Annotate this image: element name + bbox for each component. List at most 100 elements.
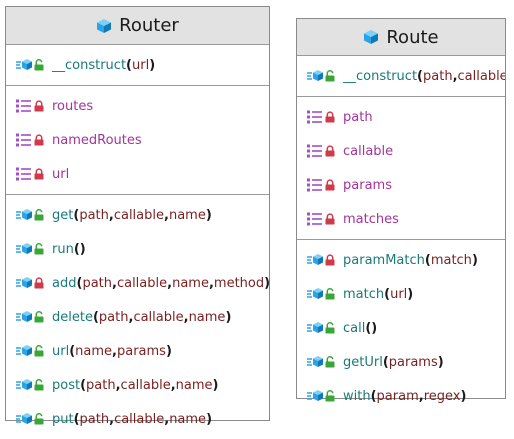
parameter: name (175, 377, 213, 393)
constructor-section: __construct (path, callable) (297, 56, 505, 97)
locked-icon (325, 213, 335, 225)
paren-open: ( (73, 207, 80, 223)
field-name: routes (52, 98, 94, 114)
parameter: path (423, 68, 453, 84)
unlocked-icon (34, 209, 44, 221)
method-row[interactable]: with(param, regex) (297, 379, 505, 413)
class-header: Route (297, 19, 505, 56)
param-separator: , (183, 309, 189, 325)
method-row[interactable]: post(path, callable, name) (6, 368, 269, 402)
locked-icon (325, 111, 335, 123)
param-separator: , (115, 377, 121, 393)
parameter: path (79, 411, 110, 427)
unlocked-icon (34, 311, 44, 323)
paren-close: ) (471, 252, 478, 268)
field-list-icon (16, 99, 32, 113)
parameter: url (390, 286, 408, 302)
unlocked-icon (34, 345, 44, 357)
paren-close: ) (79, 241, 86, 257)
parameter: name (75, 343, 113, 359)
paren-close: ) (460, 388, 467, 404)
paren-close: ) (437, 354, 444, 370)
parameter: path (86, 377, 116, 393)
parameter: callable (114, 411, 165, 427)
method-row[interactable]: get(path, callable, name) (6, 198, 269, 232)
method-row[interactable]: put(path, callable, name) (6, 402, 269, 436)
paren-open: ( (69, 343, 76, 359)
paren-close: ) (407, 286, 414, 302)
locked-icon (34, 100, 44, 112)
field-name: matches (343, 211, 399, 227)
cube-icon (363, 29, 379, 45)
paren-open: ( (76, 275, 83, 291)
method-icon (307, 69, 323, 83)
parameter: name (169, 411, 207, 427)
param-separator: , (208, 275, 214, 291)
parameter: callable (113, 207, 164, 223)
param-separator: , (170, 377, 176, 393)
parameter: callable (457, 68, 505, 84)
paren-open: ( (80, 377, 87, 393)
field-name: url (52, 166, 70, 182)
paren-close: ) (165, 343, 172, 359)
field-row[interactable]: path (297, 100, 505, 134)
class-router[interactable]: Router __construct (url) routes namedRout… (5, 6, 270, 427)
field-name: path (343, 109, 373, 125)
parameter: callable (133, 309, 184, 325)
method-icon (16, 58, 32, 72)
class-name: Router (119, 15, 179, 36)
method-row[interactable]: __construct (url) (6, 48, 269, 82)
method-name: get (52, 207, 74, 223)
method-name: with (343, 388, 371, 404)
method-icon (307, 253, 323, 267)
class-header: Router (6, 7, 269, 45)
paren-open: ( (73, 411, 80, 427)
method-row[interactable]: add(path, callable, name, method) (6, 266, 269, 300)
unlocked-icon (34, 243, 44, 255)
locked-icon (34, 134, 44, 146)
unlocked-icon (34, 413, 44, 425)
param-separator: , (112, 275, 117, 291)
field-row[interactable]: callable (297, 134, 505, 168)
method-row[interactable]: delete(path, callable, name) (6, 300, 269, 334)
unlocked-icon (325, 356, 335, 368)
field-row[interactable]: routes (6, 89, 269, 123)
param-separator: , (109, 411, 115, 427)
field-row[interactable]: namedRoutes (6, 123, 269, 157)
class-route[interactable]: Route __construct (path, callable) pathc… (296, 18, 506, 404)
locked-icon (34, 168, 44, 180)
methods-section: get(path, callable, name)run()add(path, … (6, 195, 269, 439)
unlocked-icon (325, 390, 335, 402)
constructor-section: __construct (url) (6, 45, 269, 86)
paren-close: ) (225, 309, 232, 325)
method-row[interactable]: getUrl(params) (297, 345, 505, 379)
method-name: __construct (343, 68, 418, 84)
unlocked-icon (325, 70, 335, 82)
parameter: name (172, 275, 209, 291)
parameter: match (430, 252, 472, 268)
param-separator: , (128, 309, 134, 325)
parameter: url (132, 57, 150, 73)
parameter: path (82, 275, 112, 291)
parameter: callable (120, 377, 171, 393)
fields-section: routes namedRoutes url (6, 86, 269, 195)
method-icon (16, 276, 32, 290)
param-separator: , (164, 411, 170, 427)
method-row[interactable]: url(name, params) (6, 334, 269, 368)
method-row[interactable]: call () (297, 311, 505, 345)
method-row[interactable]: __construct (path, callable) (297, 59, 505, 93)
paren-close: ) (264, 276, 269, 291)
field-list-icon (307, 144, 323, 158)
param-separator: , (167, 275, 173, 291)
parameter: regex (423, 388, 461, 404)
field-row[interactable]: matches (297, 202, 505, 236)
method-row[interactable]: match (url) (297, 277, 505, 311)
field-list-icon (16, 167, 32, 181)
class-name: Route (386, 26, 439, 48)
field-row[interactable]: url (6, 157, 269, 191)
method-row[interactable]: run() (6, 232, 269, 266)
parameter: name (168, 207, 206, 223)
field-row[interactable]: params (297, 168, 505, 202)
method-row[interactable]: paramMatch (match) (297, 243, 505, 277)
